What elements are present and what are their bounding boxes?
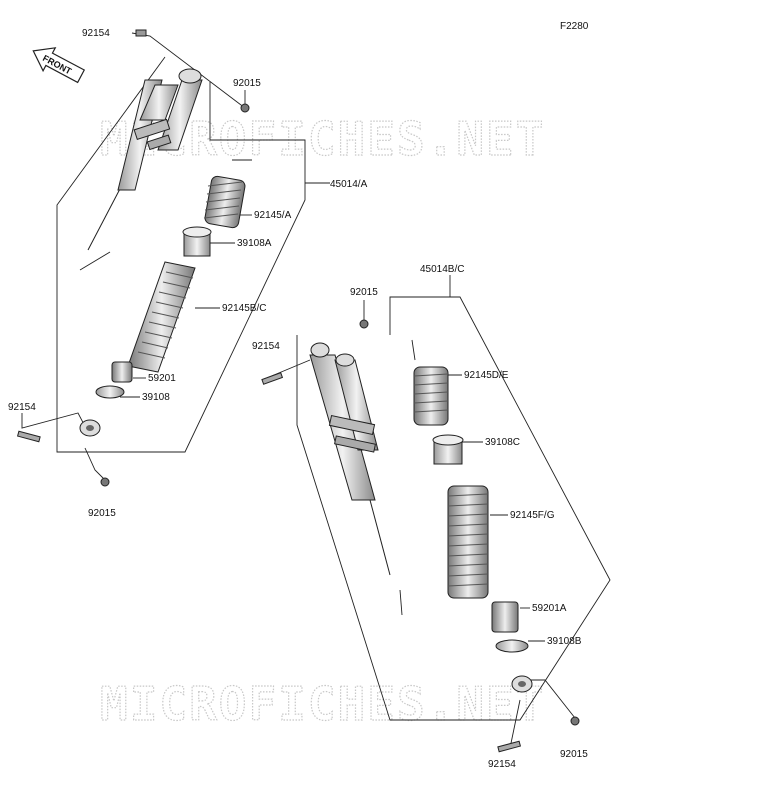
label-right-seat-upper: 39108C: [485, 437, 520, 448]
right-bolt-bottom: [497, 740, 522, 753]
left-bumper: [111, 361, 133, 383]
left-spring-seat-upper: [182, 226, 212, 257]
right-bolt-top: [261, 372, 284, 385]
left-spring-seat-lower: [95, 385, 125, 399]
left-assembly-frame: [56, 56, 306, 453]
label-right-assembly: 45014B/C: [420, 264, 464, 275]
label-right-bumper: 59201A: [532, 603, 567, 614]
left-nut-bottom: [100, 477, 110, 487]
right-spring-seat-upper: [432, 434, 464, 465]
label-right-bolt-bottom: 92154: [488, 759, 516, 770]
label-left-spring-small: 92145/A: [254, 210, 292, 221]
right-nut-bottom: [570, 716, 580, 726]
label-right-bolt-top: 92154: [252, 341, 280, 352]
right-assembly-frame: [296, 296, 611, 721]
label-left-bolt-bottom: 92154: [8, 402, 36, 413]
diagram-code: F2280: [560, 21, 589, 32]
left-spring-small: [203, 175, 246, 229]
label-left-spring-main: 92145B/C: [222, 303, 266, 314]
right-nut-top: [359, 319, 369, 329]
watermark-bottom: MICROFICHES.NET: [100, 677, 545, 731]
left-bolt-top: [135, 29, 147, 37]
label-right-nut-bottom: 92015: [560, 749, 588, 760]
left-lower-eye: [79, 419, 101, 437]
label-right-seat-lower: 39108B: [547, 636, 582, 647]
label-left-assembly: 45014/A: [330, 179, 368, 190]
right-spring-small: [413, 366, 449, 426]
label-left-nut-top: 92015: [233, 78, 261, 89]
right-spring-seat-lower: [495, 639, 529, 653]
left-shock-absorber: [87, 68, 203, 251]
label-left-bumper: 59201: [148, 373, 176, 384]
left-bolt-bottom: [16, 430, 41, 443]
front-arrow-icon: FRONT: [32, 47, 86, 84]
left-nut-top: [240, 103, 250, 113]
label-left-nut-bottom: 92015: [88, 508, 116, 519]
label-right-spring-main: 92145F/G: [510, 510, 555, 521]
right-spring-main: [447, 485, 489, 599]
label-right-nut-top: 92015: [350, 287, 378, 298]
right-shock-absorber: [309, 342, 391, 576]
right-lower-eye: [511, 675, 533, 693]
label-left-seat-upper: 39108A: [237, 238, 272, 249]
right-bumper: [491, 601, 519, 633]
label-right-spring-small: 92145D/E: [464, 370, 509, 381]
label-left-seat-lower: 39108: [142, 392, 170, 403]
left-spring-main: [127, 261, 196, 373]
label-left-bolt-top: 92154: [82, 28, 110, 39]
